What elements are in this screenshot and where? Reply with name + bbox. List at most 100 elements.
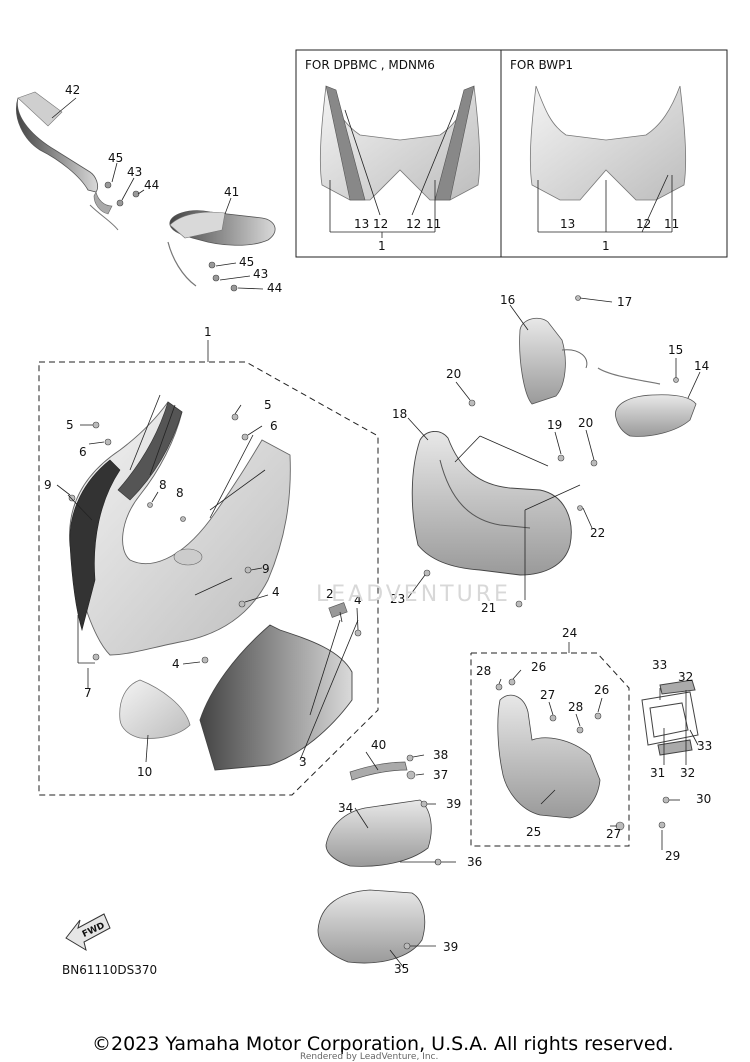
callout-1-right: 1 — [602, 239, 610, 253]
callout-3: 3 — [299, 755, 307, 769]
callout-18: 18 — [392, 407, 407, 421]
callout-30: 30 — [696, 792, 711, 806]
callout-16: 16 — [500, 293, 515, 307]
bracket-part-25 — [497, 694, 601, 819]
callout-15: 15 — [668, 343, 683, 357]
callout-11-left: 11 — [426, 217, 441, 231]
callout-1: 1 — [204, 325, 212, 339]
callout-33-b: 33 — [697, 739, 712, 753]
mirror-assembly-42 — [16, 91, 140, 231]
copyright-notice: ©2023 Yamaha Motor Corporation, U.S.A. A… — [92, 1033, 674, 1055]
bracket-40 — [349, 761, 408, 781]
under-cover-35 — [317, 889, 426, 964]
callout-19: 19 — [547, 418, 562, 432]
plate-2 — [328, 602, 348, 618]
callout-21: 21 — [481, 601, 496, 615]
upper-cowl-stripe — [117, 401, 183, 501]
callout-11-right: 11 — [664, 217, 679, 231]
callout-43-a: 43 — [127, 165, 142, 179]
callout-8-a: 8 — [159, 478, 167, 492]
callout-45-a: 45 — [108, 151, 123, 165]
callout-17: 17 — [617, 295, 632, 309]
callout-32-b: 32 — [680, 766, 695, 780]
callout-7: 7 — [84, 686, 92, 700]
inset-box: FOR DPBMC , MDNM6 FOR BWP1 13 12 12 11 1 — [295, 49, 728, 258]
callout-labels: 1 2 3 4 4 4 5 5 6 6 7 8 8 9 9 10 14 15 1… — [44, 83, 712, 976]
callout-41: 41 — [224, 185, 239, 199]
callout-23: 23 — [390, 592, 405, 606]
callout-12-left-b: 12 — [406, 217, 421, 231]
callout-34: 34 — [338, 801, 353, 815]
callout-24: 24 — [562, 626, 577, 640]
frame-parts-31-33 — [641, 679, 699, 756]
upper-cowl-illustration-left — [319, 85, 481, 201]
diagram-code: BN61110DS370 — [62, 963, 157, 977]
air-duct-part — [119, 679, 191, 739]
callout-28-b: 28 — [568, 700, 583, 714]
callout-5-b: 5 — [264, 398, 272, 412]
windshield-part — [199, 624, 353, 771]
side-stripe-left — [325, 85, 366, 201]
inset-right-header: FOR BWP1 — [510, 58, 573, 72]
leader-lines — [51, 97, 701, 969]
callout-39-a: 39 — [446, 797, 461, 811]
callout-4-a: 4 — [272, 585, 280, 599]
callout-12-left-a: 12 — [373, 217, 388, 231]
callout-44-a: 44 — [144, 178, 159, 192]
position-light-wire — [597, 367, 661, 385]
callout-44-b: 44 — [267, 281, 282, 295]
position-light-14 — [615, 394, 697, 437]
callout-5-a: 5 — [66, 418, 74, 432]
callout-4-b: 4 — [354, 593, 362, 607]
callout-29: 29 — [665, 849, 680, 863]
callout-10: 10 — [137, 765, 152, 779]
headlight-wire — [561, 349, 588, 369]
callout-4-c: 4 — [172, 657, 180, 671]
cowl-stay-18 — [411, 431, 572, 576]
callout-9-a: 9 — [44, 478, 52, 492]
callout-1-left: 1 — [378, 239, 386, 253]
callout-33-a: 33 — [652, 658, 667, 672]
callout-43-b: 43 — [253, 267, 268, 281]
callout-35: 35 — [394, 962, 409, 976]
assembly-1-boundary — [38, 340, 379, 796]
callout-38: 38 — [433, 748, 448, 762]
callout-22: 22 — [590, 526, 605, 540]
callout-6-b: 6 — [270, 419, 278, 433]
callout-27-a: 27 — [540, 688, 555, 702]
callout-40: 40 — [371, 738, 386, 752]
upper-cowl-side-panel — [69, 459, 121, 632]
callout-37: 37 — [433, 768, 448, 782]
fasteners-lower — [403, 754, 442, 950]
callout-13-left: 13 — [354, 217, 369, 231]
callout-26-b: 26 — [594, 683, 609, 697]
fasteners-right — [423, 295, 679, 608]
fwd-arrow-icon: FWD — [65, 913, 111, 952]
cowl-stay-inner — [439, 459, 531, 529]
callout-6-a: 6 — [79, 445, 87, 459]
callout-20-a: 20 — [446, 367, 461, 381]
callout-9-b: 9 — [262, 562, 270, 576]
callout-2: 2 — [326, 587, 334, 601]
assembly-24-boundary — [470, 642, 630, 847]
callout-25: 25 — [526, 825, 541, 839]
cowl-duct — [173, 548, 203, 566]
callout-20-b: 20 — [578, 416, 593, 430]
callout-45-b: 45 — [239, 255, 254, 269]
upper-cowl-illustration-right — [529, 85, 687, 201]
callout-28-a: 28 — [476, 664, 491, 678]
callout-36: 36 — [467, 855, 482, 869]
callout-13-right: 13 — [560, 217, 575, 231]
callout-27-b: 27 — [606, 827, 621, 841]
callout-39-b: 39 — [443, 940, 458, 954]
callout-14: 14 — [694, 359, 709, 373]
callout-8-b: 8 — [176, 486, 184, 500]
rendered-by-notice: Rendered by LeadVenture, Inc. — [300, 1052, 439, 1062]
inset-left-header: FOR DPBMC , MDNM6 — [305, 58, 435, 72]
callout-42: 42 — [65, 83, 80, 97]
callout-26-a: 26 — [531, 660, 546, 674]
fasteners-main — [68, 413, 362, 664]
callout-32-a: 32 — [678, 670, 693, 684]
headlight-part-16 — [519, 317, 566, 405]
